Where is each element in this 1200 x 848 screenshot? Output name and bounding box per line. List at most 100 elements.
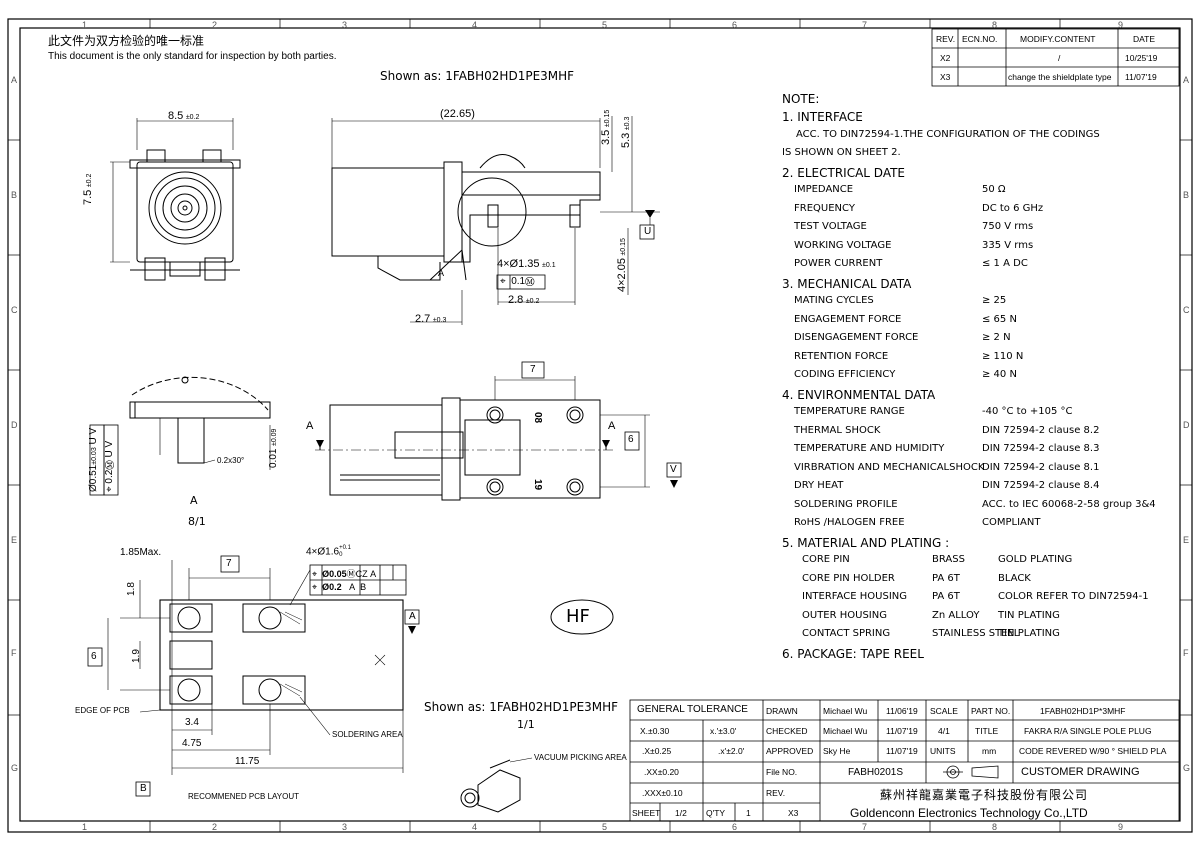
col-label-6: 6	[732, 20, 738, 30]
row-label-c: C	[11, 305, 18, 315]
row-label-d-r: D	[1183, 420, 1190, 430]
bottom-datum-v: V	[670, 464, 677, 475]
detail-dia: Ø0.51±0.03 U V	[88, 428, 99, 492]
inner-border	[19, 27, 1181, 822]
col-label-8: 8	[992, 20, 998, 30]
pcb-dim-1-8: 1.8	[126, 582, 137, 596]
notes-material-part: OUTER HOUSING	[802, 609, 887, 621]
notes-line-label: SOLDERING PROFILE	[794, 498, 898, 510]
notes-line-value: ≥ 40 N	[982, 369, 1017, 380]
side-dim-2-8: 2.8 ±0.2	[508, 294, 539, 306]
projection-symbol	[943, 765, 999, 779]
notes-line-label: TEMPERATURE AND HUMIDITY	[794, 443, 945, 454]
notes-line-value: ≥ 110 N	[982, 350, 1024, 362]
detail-datum-v: V	[88, 427, 99, 435]
pcb-soldering-label: SOLDERING AREA	[332, 730, 403, 739]
side-dim-2-05-value: 4×2.05	[616, 258, 628, 292]
revision-table-grid	[931, 28, 1180, 87]
row-label-c-r: C	[1183, 305, 1190, 315]
pcb-fcf1-tol: Ø0.05	[322, 569, 347, 579]
front-view	[110, 118, 241, 281]
notes-line-value: 50 Ω	[982, 184, 1006, 195]
row-label-b-r: B	[1183, 190, 1190, 200]
tb-drawn-date: 11/06'19	[886, 706, 918, 716]
col-label-1: 1	[82, 20, 88, 30]
pcb-fcf2-datum-b: B	[360, 582, 367, 592]
tb-tol-xxx: .XX±0.20	[644, 767, 679, 777]
notes-line-label: RoHS /HALOGEN FREE	[794, 517, 905, 528]
notes-line-value: COMPLIANT	[982, 517, 1041, 528]
notes-material-part: CONTACT SPRING	[802, 628, 891, 639]
front-height-dim: 7.5 ±0.2	[82, 174, 94, 205]
bottom-dim-6: 6	[628, 434, 634, 445]
tb-rev: X3	[788, 808, 799, 818]
notes-line-value: DC to 6 GHz	[982, 202, 1044, 214]
col-label-5: 5	[602, 20, 608, 30]
tb-units-label: UNITS	[930, 746, 956, 756]
tb-tol-xx: .X±0.25	[642, 746, 672, 756]
pcb-fcf1-datum-z: Z	[362, 569, 368, 579]
side-holes-tol: ±0.1	[542, 262, 556, 269]
notes-material-plating: COLOR REFER TO DIN72594-1	[998, 591, 1149, 602]
tb-checked-date: 11/07'19	[886, 726, 918, 736]
connector-iso-sketch	[460, 757, 533, 813]
side-dim-3-5-value: 3.5	[600, 129, 612, 145]
statement-en: This document is the only standard for i…	[48, 51, 337, 62]
side-dim-5-3-tol: ±0.3	[624, 116, 631, 131]
col-label-9: 9	[1118, 20, 1124, 30]
row-label-f-r: F	[1183, 648, 1189, 658]
bottom-view	[315, 361, 682, 501]
tb-qty: 1	[746, 808, 751, 818]
rev-row2-rev: X3	[940, 72, 951, 82]
tb-checked-label: CHECKED	[766, 726, 808, 736]
notes-line-value: ACC. to IEC 60068-2-58 group 3&4	[982, 498, 1156, 510]
tb-title-label: TITLE	[975, 726, 999, 736]
pcb-dim-3-4: 3.4	[185, 717, 199, 728]
detail-scale: 8/1	[188, 515, 206, 528]
tb-scale-label: SCALE	[930, 706, 958, 716]
pcb-edge-label: EDGE OF PCB	[75, 706, 130, 715]
pcb-datum-a: A	[409, 611, 416, 622]
notes-material-part: CORE PIN HOLDER	[802, 572, 895, 584]
side-length-dim: (22.65)	[440, 108, 475, 120]
tb-part-no: 1FABH02HD1P*3MHF	[1040, 706, 1126, 716]
bottom-code-top: 08	[532, 411, 544, 424]
pcb-fcf1-datum-a: A	[370, 569, 377, 579]
shown-as-top: Shown as: 1FABH02HD1PE3MHF	[380, 69, 575, 83]
pcb-fcf1: ⌖ Ø0.05ⓂCZ A	[312, 569, 377, 579]
notes-material-plating: GOLD PLATING	[998, 554, 1073, 565]
col-label-2b: 2	[212, 822, 218, 832]
notes-line-value: 335 V rms	[982, 239, 1034, 251]
col-label-5b: 5	[602, 822, 608, 832]
tb-sheet-label: SHEET	[632, 808, 661, 818]
notes-section-heading: 5. MATERIAL AND PLATING :	[782, 535, 950, 550]
front-width-value: 8.5	[168, 110, 184, 122]
notes-line-label: IS SHOWN ON SHEET 2.	[782, 147, 901, 158]
row-label-g: G	[11, 763, 19, 773]
col-label-9b: 9	[1118, 822, 1124, 832]
shown-as-bottom-scale: 1/1	[517, 718, 535, 731]
notes-line-label: THERMAL SHOCK	[794, 424, 881, 436]
rev-row1-date: 10/25'19	[1125, 53, 1158, 63]
notes-line-label: CODING EFFICIENCY	[794, 369, 896, 380]
side-dim-2-7-tol: ±0.3	[432, 317, 447, 324]
notes-material-material: PA 6T	[932, 591, 960, 602]
notes-line-value: ≥ 2 N	[982, 332, 1011, 343]
notes-material-material: STAINLESS STEEL	[932, 628, 1020, 639]
side-dim-3-5: 3.5 ±0.15	[600, 110, 612, 145]
notes-line-label: TEST VOLTAGE	[794, 221, 867, 232]
notes-line-label: IMPEDANCE	[794, 184, 854, 195]
tb-scale: 4/1	[938, 726, 950, 736]
notes-line-value: ≥ 25	[982, 295, 1007, 306]
notes-line-label: TEMPERATURE RANGE	[794, 406, 905, 417]
col-label-3: 3	[342, 20, 348, 30]
border-ticks	[8, 19, 1192, 832]
row-label-f: F	[11, 648, 17, 658]
tb-company-cn: 蘇州祥龍嘉業電子科技股份有限公司	[880, 788, 1089, 802]
notes-line-value: DIN 72594-2 clause 8.1	[982, 461, 1100, 473]
pcb-fcf2-datum-a: A	[349, 582, 356, 592]
side-dim-2-7: 2.7 ±0.3	[415, 313, 446, 325]
notes-material-plating: TIN PLATING	[998, 628, 1060, 639]
